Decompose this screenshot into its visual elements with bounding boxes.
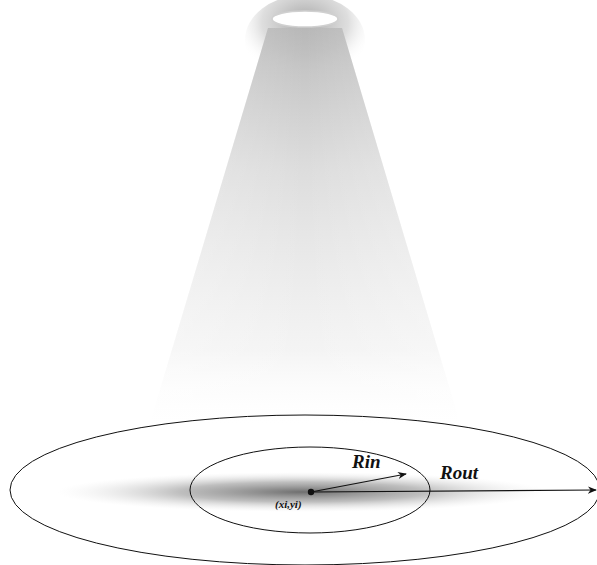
lamp-opening — [272, 11, 338, 27]
light-cone-edge — [148, 28, 462, 430]
point-label: (xi,yi) — [275, 499, 302, 510]
radius-label: Rout — [440, 463, 478, 482]
inner-ellipse — [190, 447, 430, 533]
center-point — [308, 489, 314, 495]
radius-label: Rin — [352, 452, 381, 471]
radius-in-arrow — [311, 474, 406, 492]
light-cone — [148, 28, 462, 430]
radius-out-arrow — [311, 490, 596, 492]
outer-ellipse — [10, 415, 597, 565]
